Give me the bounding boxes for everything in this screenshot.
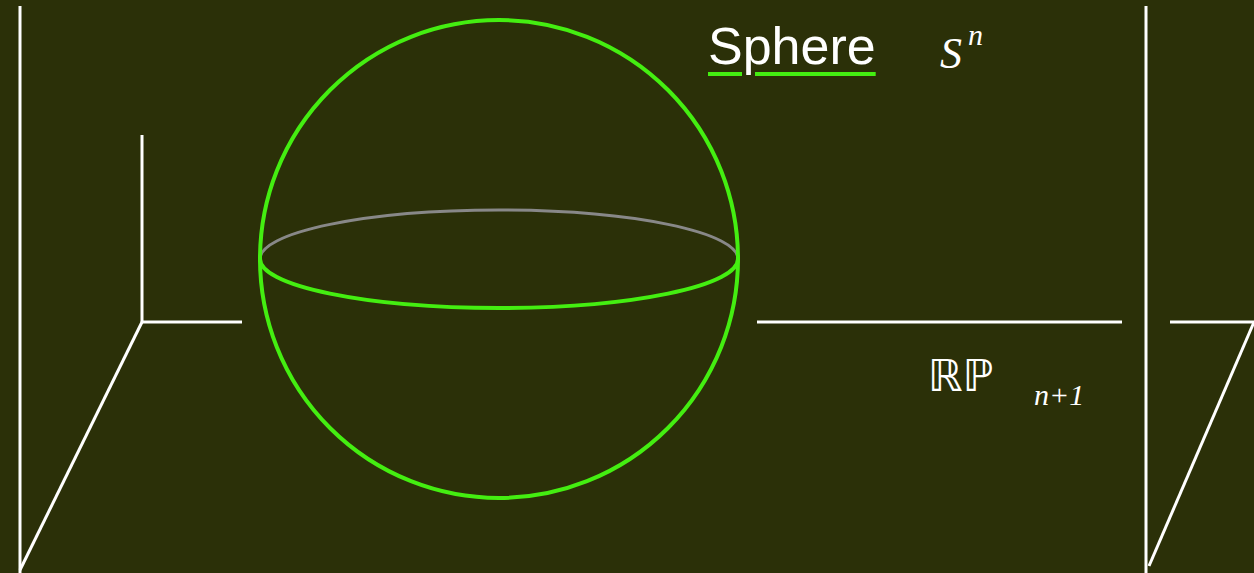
- superscript: n: [968, 20, 983, 50]
- frame-lines: [20, 6, 1254, 573]
- axis-line: [141, 135, 144, 322]
- equator-front: [260, 259, 738, 308]
- plane-line: [1170, 321, 1254, 324]
- axis-line: [20, 322, 142, 570]
- sphere-outline: [260, 20, 738, 498]
- plane-line: [757, 321, 1122, 324]
- plane-line: [1149, 322, 1254, 566]
- equator-back: [260, 210, 738, 259]
- subscript: n+1: [1034, 380, 1084, 410]
- link-label: Sphere: [708, 20, 876, 72]
- frame-line: [1145, 6, 1148, 573]
- math-symbol: ℝℙ: [928, 354, 994, 398]
- math-symbol: S: [940, 32, 962, 76]
- axis-line: [142, 321, 242, 324]
- frame-line: [19, 6, 22, 573]
